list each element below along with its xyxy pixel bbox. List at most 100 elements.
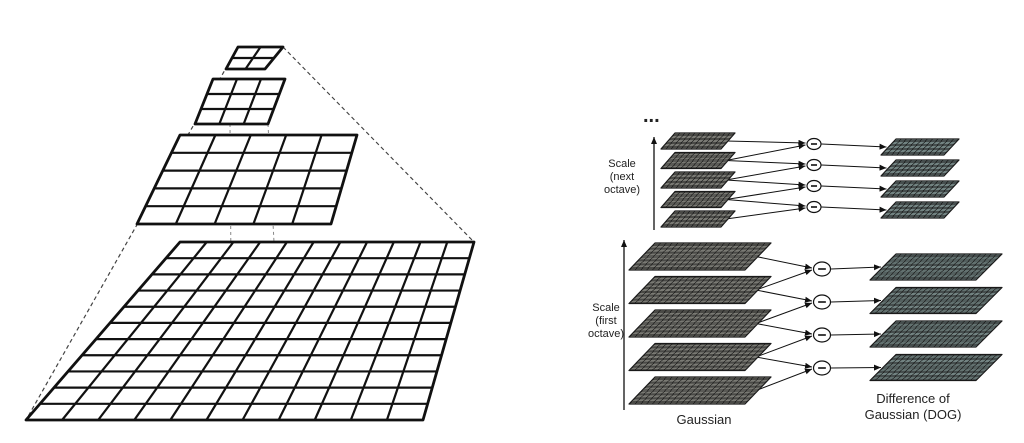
first-octave-dog-plane-0-vline	[943, 253, 971, 281]
next-octave-gaussian-plane-2	[660, 171, 736, 189]
first-octave-arrow-upper-1	[755, 289, 813, 303]
pyramid-level-3-vline	[252, 134, 288, 225]
first-octave-dog-plane-0-vline	[928, 253, 955, 281]
next-octave-dog-plane-0-vline	[938, 138, 954, 156]
pyramid-level-1	[224, 45, 285, 71]
scale-next-line2: (next	[610, 171, 634, 183]
first-octave-gaussian-plane-3-vline	[698, 343, 725, 371]
first-octave-dog-plane-0-vline	[954, 253, 982, 281]
first-octave-dog-plane-1-vline	[959, 287, 987, 314]
first-octave-dog-plane-0-vline	[949, 253, 976, 281]
first-octave-gaussian-plane-2-vline	[709, 309, 737, 338]
first-octave-gaussian-plane-3-vline	[709, 343, 737, 371]
pyramid-level-4-vline	[349, 241, 422, 421]
first-octave-gaussian-plane-4-vline	[715, 376, 743, 405]
first-octave-dog-plane-1-vline	[943, 287, 971, 314]
first-octave-gaussian-plane-2-vline	[698, 309, 725, 338]
first-octave-arrow-upper-0	[755, 256, 813, 270]
pyramid-level-4-vline	[133, 241, 262, 421]
next-octave-subtract-node-0	[806, 137, 822, 151]
first-octave-gaussian-plane-2-vline	[727, 309, 754, 338]
first-octave-subtract-node-0	[812, 261, 832, 277]
scale-first-line3: octave)	[588, 328, 624, 340]
first-octave-dog-plane-3-vline	[949, 354, 976, 381]
pyramid-level-4-vline	[169, 241, 288, 421]
first-octave-gaussian-plane-4-vline	[692, 376, 720, 405]
first-octave-gaussian-plane-4-vline	[721, 376, 749, 405]
first-octave-gaussian-plane-3-vline	[721, 343, 749, 371]
first-octave-gaussian-plane-1-vline	[692, 276, 720, 304]
next-octave-arrow-out-0	[821, 143, 887, 150]
first-octave-dog-plane-2-vline	[928, 320, 955, 348]
next-octave-arrow-upper-1	[725, 160, 806, 167]
first-octave-gaussian-plane-0-vline	[733, 242, 760, 271]
dog-label-line1: Difference of	[876, 391, 950, 406]
first-octave-dog-plane-3-vline	[965, 354, 992, 381]
first-octave-dog-plane-2-vline	[970, 320, 997, 348]
first-octave-dog-plane-3-vline	[933, 354, 960, 381]
first-octave-dog-plane-2-vline	[933, 320, 960, 348]
first-octave-gaussian-plane-1-vline	[715, 276, 743, 304]
next-octave-arrow-upper-2	[725, 179, 806, 188]
first-octave-dog-plane-3-vline	[928, 354, 955, 381]
first-octave-gaussian-plane-3-vline	[733, 343, 760, 371]
first-octave-dog-plane-3	[869, 353, 1003, 382]
first-octave-dog-plane-1	[869, 286, 1003, 315]
first-octave-dog-plane-2-vline	[943, 320, 971, 348]
pyramid-guide-right	[282, 46, 475, 243]
next-octave-gaussian-plane-0-vline	[715, 132, 731, 150]
next-octave-gaussian-plane-1	[660, 151, 736, 170]
first-octave-gaussian-plane-2-vline	[692, 309, 720, 338]
next-octave-arrow-upper-0	[725, 139, 806, 146]
first-octave-dog-plane-1-vline	[954, 287, 982, 314]
first-octave-dog-plane-2-vline	[949, 320, 976, 348]
first-octave-gaussian-plane-3-vline	[715, 343, 743, 371]
first-octave-subtract-node-2	[812, 327, 832, 343]
first-octave-arrow-out-0	[830, 264, 882, 271]
next-octave-arrow-lower-0	[725, 143, 806, 161]
first-octave-arrow-lower-1	[755, 302, 813, 324]
first-octave-dog-plane-2	[869, 320, 1003, 348]
next-octave-subtract-node-3	[806, 200, 822, 214]
first-octave-gaussian-plane-1-vline	[721, 276, 749, 304]
pyramid-level-4-vline	[313, 241, 395, 421]
next-octave-gaussian-plane-4-vline	[715, 210, 731, 228]
first-octave-gaussian-plane-1	[628, 275, 772, 305]
connector-arrows	[725, 137, 887, 391]
next-octave-gaussian-plane-0	[660, 132, 736, 150]
first-octave-gaussian-plane-2-vline	[738, 309, 766, 338]
first-octave-gaussian-plane-3-vline	[704, 343, 731, 371]
first-octave-dog-plane-1-vline	[938, 287, 966, 314]
next-octave-gaussian-plane-1-vline	[715, 152, 731, 169]
first-octave-gaussian-plane-4-vline	[698, 376, 725, 405]
next-octave-dog-plane-1	[880, 159, 960, 177]
first-octave-gaussian-plane-2-vline	[704, 309, 731, 338]
next-octave-dog-plane-2	[880, 180, 960, 198]
first-octave-gaussian-plane-0	[628, 242, 772, 271]
pyramid-level-4-vline	[61, 241, 208, 421]
next-octave-subtract-node-2	[806, 179, 822, 193]
next-octave-gaussian-plane-3-vline	[715, 191, 731, 208]
first-octave-dog-plane-0-vline	[959, 253, 987, 281]
next-octave-arrow-out-2	[821, 185, 887, 192]
first-octave-dog-plane-3-vline	[943, 354, 971, 381]
next-octave-arrow-lower-2	[725, 185, 806, 200]
first-octave-gaussian-plane-1-vline	[738, 276, 766, 304]
pyramid-level-4-vline	[277, 241, 369, 421]
first-octave-dog-plane-3-vline	[970, 354, 997, 381]
first-octave-dog-plane-0	[869, 253, 1003, 281]
first-octave-gaussian-plane-3-vline	[692, 343, 720, 371]
first-octave-dog-plane-1-vline	[970, 287, 997, 314]
pyramid-level-4-vline	[97, 241, 235, 421]
pyramid-level-2-outline	[193, 77, 287, 126]
first-octave-arrow-out-2	[830, 331, 882, 338]
next-octave-gaussian-plane-3	[660, 190, 736, 209]
first-octave-dog-plane-2-vline	[938, 320, 966, 348]
first-octave-gaussian-plane-1-vline	[727, 276, 754, 304]
first-octave-subtract-node-3	[812, 360, 832, 376]
first-octave-gaussian-plane-3-vline	[727, 343, 754, 371]
scale-next-octave-label: Scale (next octave)	[604, 158, 640, 196]
pyramid-level-3	[135, 133, 359, 226]
first-octave-dog-plane-1-vline	[928, 287, 955, 314]
scale-first-octave-label: Scale (first octave)	[588, 302, 624, 340]
